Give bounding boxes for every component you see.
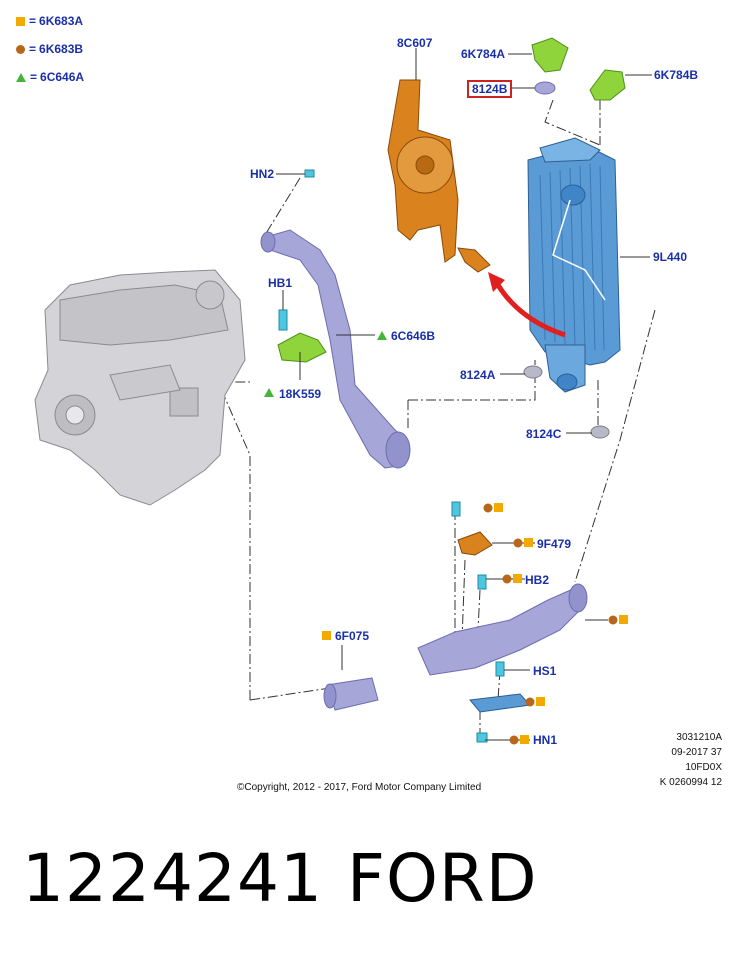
engine-block: [34, 269, 246, 506]
lower-hose: [323, 583, 588, 711]
label-8124A[interactable]: 8124A: [460, 368, 496, 382]
label-HB1[interactable]: HB1: [268, 276, 293, 290]
footer-part-number: 1224241: [22, 840, 323, 917]
legend-row-1: = 6K683A: [16, 14, 83, 28]
label-HN1[interactable]: HN1: [533, 733, 558, 747]
bracket-18K559: [277, 332, 327, 363]
upper-hose: [260, 229, 411, 469]
legend-eq: =: [30, 70, 38, 84]
triangle-icon: [16, 72, 26, 82]
legend-eq: =: [29, 14, 37, 28]
label-HB2[interactable]: HB2: [525, 573, 550, 587]
label-6F075[interactable]: 6F075: [335, 629, 370, 643]
reference-line-3: 10FD0X: [685, 762, 722, 773]
label-6C646B[interactable]: 6C646B: [391, 329, 436, 343]
label-HS1[interactable]: HS1: [533, 664, 557, 678]
sensor-9F479: [457, 531, 493, 556]
label-8124B[interactable]: 8124B: [467, 80, 513, 98]
label-8124C[interactable]: 8124C: [526, 427, 562, 441]
intercooler-9L440: [527, 137, 621, 393]
grommet-8124C: [590, 425, 610, 439]
label-6K784B[interactable]: 6K784B: [654, 68, 699, 82]
fan-8C607: [387, 79, 491, 273]
legend-row-2: = 6K683B: [16, 42, 83, 56]
footer-brand: FORD: [347, 840, 538, 917]
legend-code: 6K683B: [39, 42, 84, 56]
shield-HS1: [469, 693, 532, 713]
fasteners: [278, 169, 505, 743]
grommet-8124B: [534, 81, 556, 95]
label-8C607[interactable]: 8C607: [397, 36, 433, 50]
reference-line-4: K 0260994 12: [659, 777, 722, 788]
label-HN2[interactable]: HN2: [250, 167, 275, 181]
label-18K559[interactable]: 18K559: [279, 387, 322, 401]
copyright-notice: ©Copyright, 2012 - 2017, Ford Motor Comp…: [237, 782, 482, 793]
legend-eq: =: [29, 42, 37, 56]
legend-code: 6C646A: [40, 70, 85, 84]
reference-block: 3031210A 09-2017 37 10FD0X K 0260994 12: [660, 730, 722, 790]
reference-line-1: 3031210A: [676, 732, 722, 743]
legend-code: 6K683A: [39, 14, 84, 28]
square-icon: [16, 16, 25, 26]
circle-icon: [16, 44, 25, 54]
sensor-line: [552, 199, 606, 301]
bracket-6K784B: [589, 69, 626, 101]
legend-row-3: = 6C646A: [16, 70, 84, 84]
reference-line-2: 09-2017 37: [671, 747, 722, 758]
label-6K784A[interactable]: 6K784A: [461, 47, 506, 61]
label-9L440[interactable]: 9L440: [653, 250, 688, 264]
bracket-6K784A: [531, 37, 569, 73]
red-arrow: [488, 272, 566, 338]
label-9F479[interactable]: 9F479: [537, 537, 572, 551]
grommet-8124A: [523, 365, 543, 379]
